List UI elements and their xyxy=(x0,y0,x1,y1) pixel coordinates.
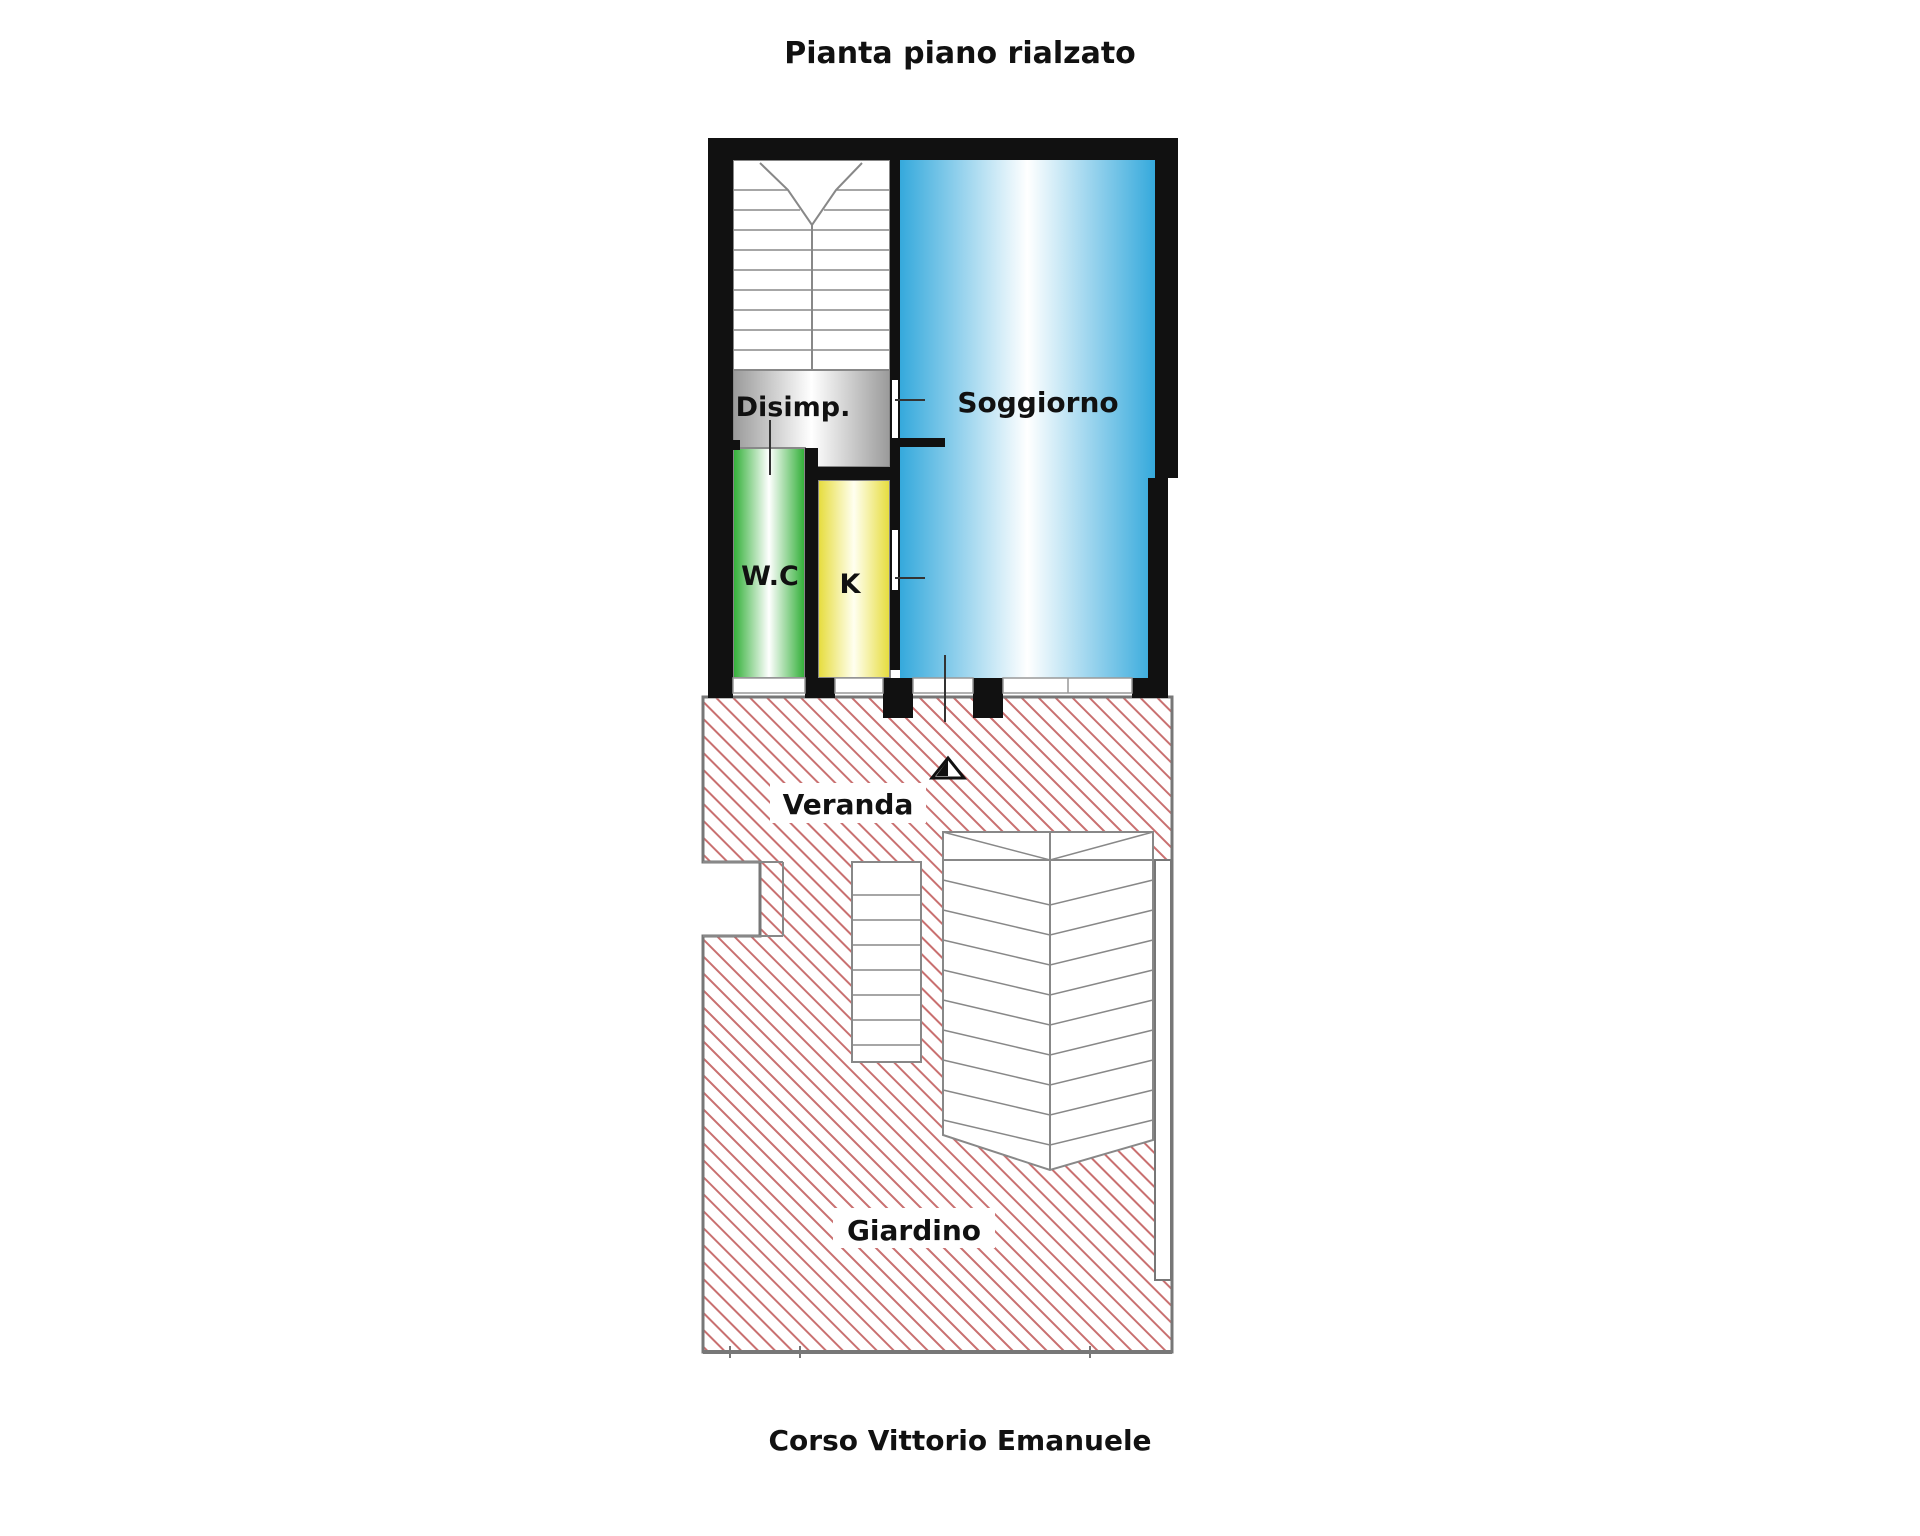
kitchen-label: K xyxy=(840,569,862,600)
giardino-label: Giardino xyxy=(847,1214,981,1247)
interior-staircase xyxy=(732,159,891,371)
street-label: Corso Vittorio Emanuele xyxy=(768,1424,1152,1457)
entrance-arrow-icon xyxy=(928,755,968,780)
disimpegno-label: Disimp. xyxy=(736,392,851,423)
doors-windows xyxy=(732,380,1133,722)
exterior-large-staircase xyxy=(942,831,1154,1172)
plan-title: Pianta piano rialzato xyxy=(784,36,1136,71)
wc-label: W.C xyxy=(741,561,799,592)
soggiorno-room xyxy=(900,160,1155,682)
soggiorno-label: Soggiorno xyxy=(957,386,1118,419)
exterior-small-staircase xyxy=(851,861,922,1063)
veranda-label: Veranda xyxy=(783,788,914,821)
